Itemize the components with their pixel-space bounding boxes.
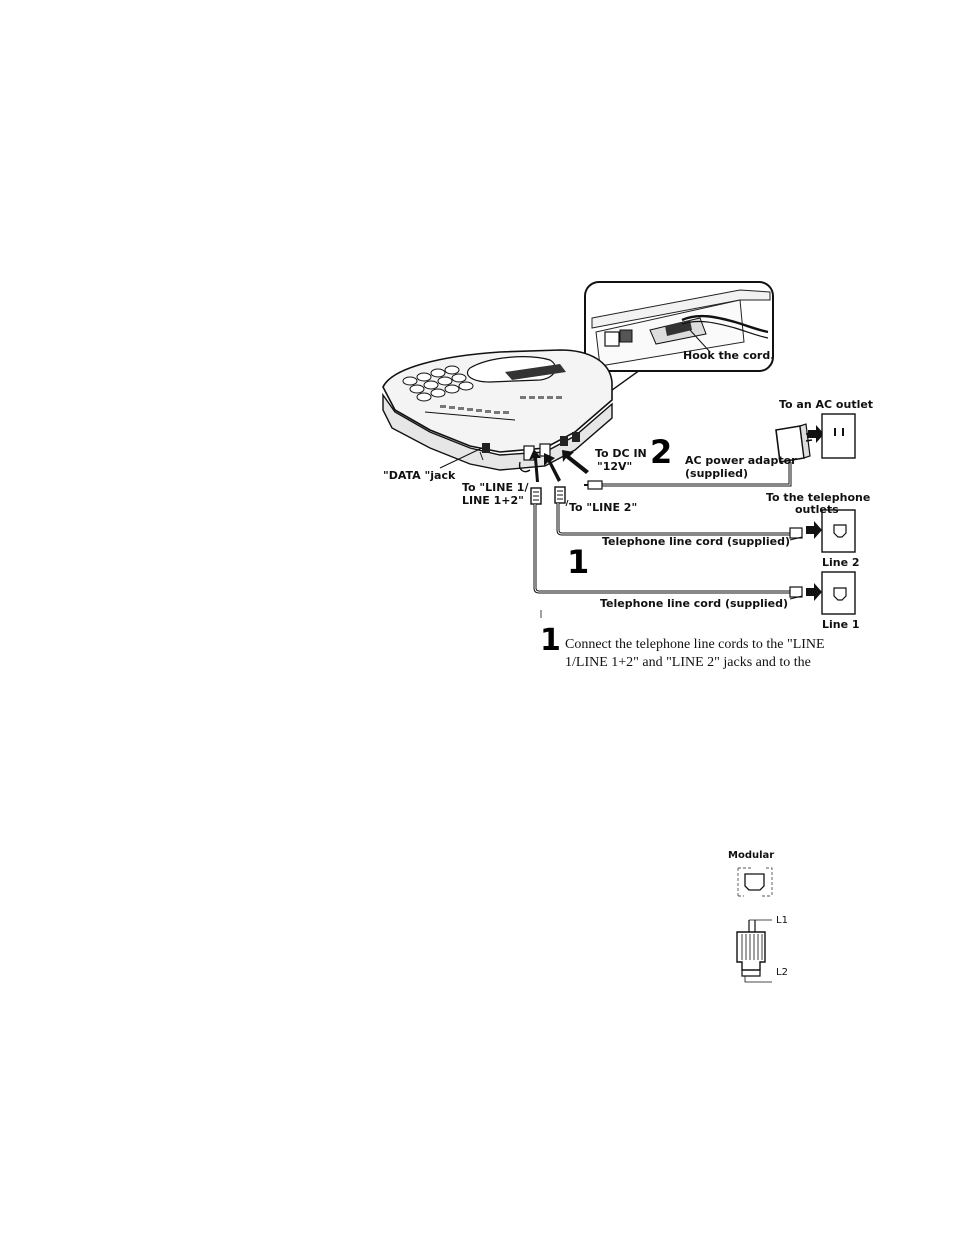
line1-label: Line 1 [822, 618, 860, 631]
modular-detail [737, 867, 773, 897]
dc-plug [584, 480, 603, 490]
instruction-line-b: 1/LINE 1+2" and "LINE 2" jacks and to th… [565, 655, 811, 670]
data-jack-label: "DATA "jack [383, 469, 456, 482]
cord-upper-label: Telephone line cord (supplied) [602, 535, 791, 548]
jack-arrows [529, 449, 589, 482]
modular-plug-detail [736, 919, 772, 983]
cords [533, 462, 792, 594]
ac-wall-outlet [821, 413, 856, 459]
line1-wall-outlet [821, 571, 856, 615]
ac-adaptor-label-b: (supplied) [685, 467, 749, 480]
instruction-step-number: 1 [540, 623, 561, 658]
to-line2-label: To "LINE 2" [569, 501, 638, 514]
hook-cord-label: Hook the cord. [683, 349, 775, 362]
to-line1-label-b: LINE 1+2" [462, 494, 524, 507]
button-row [440, 396, 562, 414]
ac-adaptor-label-a: AC power adaptor [685, 454, 797, 467]
to-line1-label-a: To "LINE 1/ [462, 481, 529, 494]
cord-lower-label: Telephone line cord (supplied) [600, 597, 789, 610]
l1-label: L1 [776, 915, 788, 926]
telephone-base-unit [382, 349, 613, 473]
l2-label: L2 [776, 967, 788, 978]
to-dc-in-label-a: To DC IN [595, 447, 647, 460]
ac-outlet-label: To an AC outlet [779, 398, 874, 411]
outlet-arrows [806, 425, 824, 601]
step-1-number: 1 [567, 543, 590, 581]
to-telephone-outlets-label-a: To the telephone [766, 491, 871, 504]
to-dc-in-label-b: "12V" [597, 460, 633, 473]
keypad [402, 365, 474, 402]
instruction-line-a: Connect the telephone line cords to the … [565, 637, 825, 652]
outlet-plugs [789, 527, 803, 600]
modular-label: Modular [728, 850, 775, 861]
to-telephone-outlets-label-b: outlets [795, 503, 839, 516]
line2-label: Line 2 [822, 556, 860, 569]
step-2-number: 2 [650, 433, 673, 471]
ac-power-adaptor [775, 423, 813, 463]
modular-plugs [530, 486, 566, 505]
leader-lines [439, 447, 569, 618]
line2-wall-outlet [821, 509, 856, 553]
